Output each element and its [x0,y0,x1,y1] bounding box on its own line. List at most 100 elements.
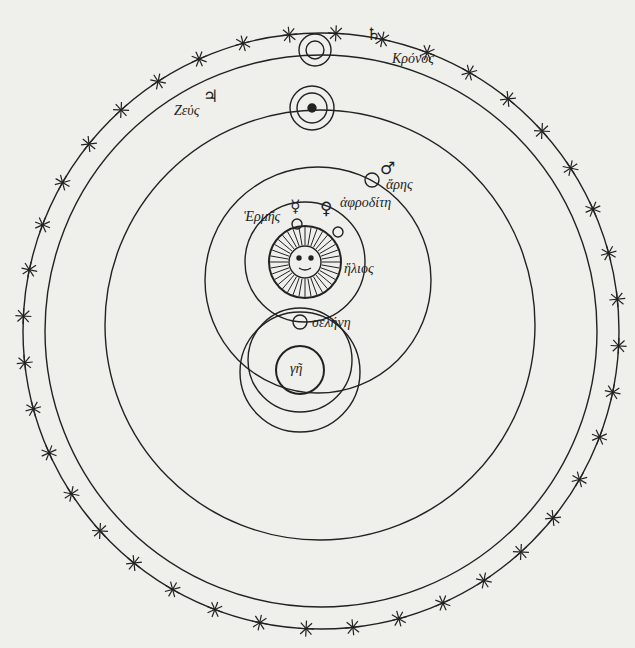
sun-ray [308,279,311,297]
planet-name: ἀφροδίτη [340,196,391,210]
sun-ray [322,265,340,268]
star-mark [150,80,166,83]
mars-body [365,173,379,187]
planet-symbol: ♂ [380,160,395,177]
star-marks [15,25,626,636]
star-mark [46,445,52,460]
planet-symbol: ♀ [320,200,332,217]
sun-ray [321,250,338,256]
star-mark [169,582,177,596]
star-mark [392,615,406,623]
sun-orbit [240,312,360,432]
star-mark [192,56,207,63]
star-mark [572,475,586,483]
sun-disk [269,226,341,298]
star-mark [605,246,613,260]
sun-ray [311,278,317,295]
planet-name: γῆ [290,362,302,376]
star-mark [212,602,219,617]
planet-name: ἥλιος [344,262,374,276]
star-mark [435,600,450,606]
star-mark [569,160,572,176]
sun-ray [271,265,289,268]
star-mark [81,143,97,145]
star-mark [590,202,597,217]
jupiter-orbit [105,110,535,540]
star-mark [192,56,207,62]
star-mark [545,517,561,519]
sun-mouth [299,268,311,270]
saturn-orbit [45,55,597,607]
sun-ray [316,275,328,289]
sun-ray [308,228,311,246]
star-mark [331,27,342,39]
sun-ray [271,256,289,259]
sun-ray [272,268,289,274]
star-mark [133,555,135,571]
sun-ray [299,279,302,297]
saturn-ring [299,34,331,66]
mercury-body [292,219,302,229]
planet-name: σελήνη [312,316,351,330]
star-mark [283,30,295,40]
sun-ray [293,229,299,246]
planet-name: Ζεύς [174,104,199,118]
star-mark [436,600,451,607]
jupiter-ring [290,86,334,130]
star-mark [612,293,622,305]
star-mark [572,477,587,481]
mars-orbit [205,167,431,393]
star-mark [467,65,471,80]
star-mark [613,341,625,352]
star-mark [476,579,492,582]
sun-ray [278,240,292,252]
sun-ray [283,235,295,249]
sun-ray [318,240,332,252]
saturn-body [306,41,324,59]
star-mark [255,616,264,629]
venus-body [333,227,343,237]
sun-ray [322,256,340,259]
sun-face [289,246,321,278]
star-mark [56,179,70,187]
star-mark [212,602,218,617]
star-mark [20,357,30,369]
sun-ray [318,273,332,285]
star-mark [99,523,101,539]
star-mark [606,388,619,397]
star-mark [35,222,50,229]
star-mark [23,265,36,274]
star-mark [46,446,53,461]
star-mark [171,582,175,597]
sun-ray [320,271,336,280]
star-mark [347,622,359,632]
sun-ray [270,262,288,263]
star-mark [513,551,529,553]
star-mark [29,402,37,416]
sun-ray [305,227,306,245]
jupiter-body [308,104,316,112]
sun-hatching [270,227,340,297]
sun-eye [309,256,313,260]
fixed-star-sphere [23,33,619,629]
planet-symbol: ☿ [290,198,300,215]
sun-ray [283,275,295,289]
star-mark [17,311,29,322]
star-mark [592,434,607,441]
earth-disk [276,346,324,394]
sun-ray [305,279,306,297]
star-mark [507,91,509,107]
sun-eye [297,256,301,260]
star-mark [301,623,312,635]
star-mark [113,109,129,111]
star-mark [55,181,70,185]
star-mark [236,39,250,47]
jupiter-ring-inner [297,93,327,123]
planet-name: Ἑρμῆς [244,210,280,224]
planet-name: ἄρης [386,178,413,192]
star-mark [590,202,596,217]
sun-ray [322,262,340,263]
star-mark [541,123,543,139]
moon-body [293,315,307,329]
planet-symbol: ♃ [203,88,218,105]
